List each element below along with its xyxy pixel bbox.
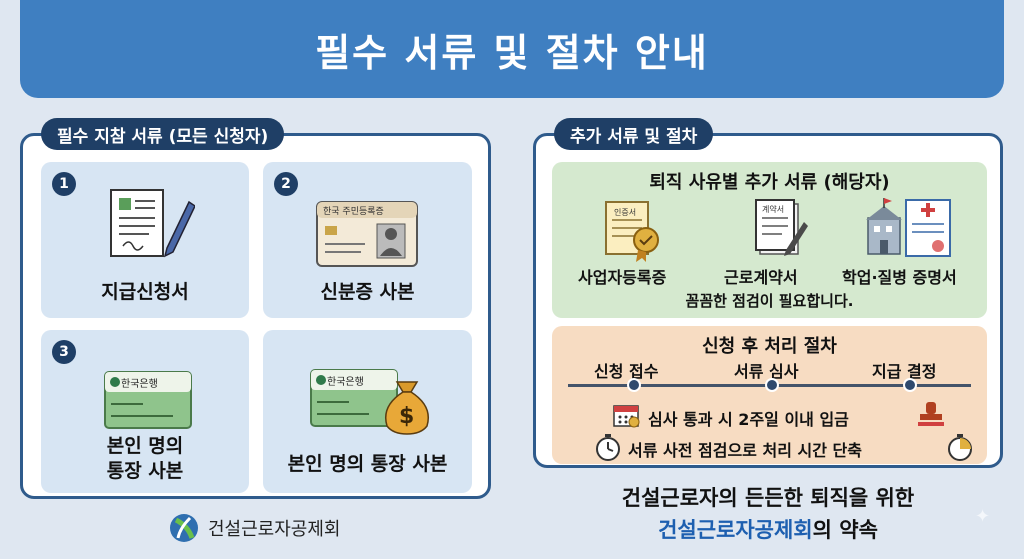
step-number-badge: 3 bbox=[52, 340, 76, 364]
document-card-bankbook-money: 한국은행 $ 본인 명의 통장 사본 bbox=[263, 330, 472, 493]
org-name: 건설근로자공제회 bbox=[208, 519, 341, 540]
bank-name: 한국은행 bbox=[327, 377, 364, 388]
step-number-badge: 2 bbox=[274, 172, 298, 196]
org-logo-icon bbox=[170, 514, 198, 542]
timeline-dot bbox=[765, 378, 779, 392]
slogan-line2: 건설근로자공제회의 약속 bbox=[533, 514, 1003, 544]
document-label: 신분증 사본 bbox=[320, 281, 415, 303]
title-banner: 필수 서류 및 절차 안내 bbox=[20, 0, 1004, 98]
check-note: 꼼꼼한 점검이 필요합니다. bbox=[685, 292, 854, 310]
contract-tag: 계약서 bbox=[762, 205, 785, 214]
document-label-line1: 본인 명의 bbox=[106, 435, 184, 457]
money-symbol: $ bbox=[399, 404, 415, 429]
extra-documents-title: 퇴직 사유별 추가 서류 (해당자) bbox=[649, 172, 890, 193]
additional-documents-panel: 추가 서류 및 절차 퇴직 사유별 추가 서류 (해당자) 인증서 계약서 bbox=[533, 118, 1003, 468]
stamp-icon bbox=[918, 402, 944, 426]
timeline-dot bbox=[627, 378, 641, 392]
bankbook-icon bbox=[104, 371, 192, 429]
certificate-icon bbox=[605, 201, 659, 262]
org-logo: 건설근로자공제회 bbox=[168, 511, 340, 545]
bank-name: 한국은행 bbox=[121, 379, 158, 390]
required-documents-panel: 필수 지참 서류 (모든 신청자) 1 지급신청서 2 bbox=[20, 118, 491, 499]
process-box: 신청 후 처리 절차 신청 접수 서류 심사 지급 결정 심사 통과 시 2주일… bbox=[552, 326, 987, 464]
extra-documents-box: 퇴직 사유별 추가 서류 (해당자) 인증서 계약서 bbox=[552, 162, 987, 318]
step-application-received: 신청 접수 bbox=[594, 362, 659, 381]
stopwatch-icon bbox=[948, 434, 972, 461]
application-form-icon bbox=[110, 189, 195, 258]
required-documents-heading: 필수 지참 서류 (모든 신청자) bbox=[41, 118, 285, 150]
process-title: 신청 후 처리 절차 bbox=[702, 336, 837, 357]
doc-label-business-registration: 사업자등록증 bbox=[578, 268, 667, 287]
id-card-icon bbox=[316, 201, 418, 267]
money-bag-icon bbox=[385, 381, 429, 435]
slogan-highlight: 건설근로자공제회 bbox=[658, 518, 813, 542]
slogan-rest: 의 약속 bbox=[812, 518, 878, 542]
doc-label-study-illness-certificate: 학업·질병 증명서 bbox=[842, 268, 957, 287]
slogan-line1: 건설근로자의 든든한 퇴직을 위한 bbox=[621, 486, 915, 510]
timeline-dot bbox=[903, 378, 917, 392]
stopwatch-icon bbox=[596, 434, 620, 461]
document-card-bankbook-copy: 3 한국은행 본인 명의 통장 사본 bbox=[41, 330, 249, 493]
doc-label-employment-contract: 근로계약서 bbox=[724, 268, 798, 287]
id-card-text: 한국 주민등록증 bbox=[323, 207, 384, 217]
step-number-badge: 1 bbox=[52, 172, 76, 196]
school-medical-icon bbox=[866, 198, 951, 257]
document-card-id-copy: 2 한국 주민등록증 신분증 사본 bbox=[263, 162, 472, 318]
document-label-line2: 통장 사본 bbox=[106, 460, 184, 482]
step-document-review: 서류 심사 bbox=[734, 362, 799, 381]
step-payment-decision: 지급 결정 bbox=[872, 362, 937, 381]
contract-icon bbox=[755, 199, 808, 256]
certificate-tag: 인증서 bbox=[614, 208, 637, 217]
time-saving-text: 서류 사전 점검으로 처리 시간 단축 bbox=[628, 441, 862, 460]
page-title: 필수 서류 및 절차 안내 bbox=[315, 30, 709, 75]
calendar-icon bbox=[613, 405, 640, 428]
payment-info-text: 심사 통과 시 2주일 이내 입금 bbox=[648, 410, 849, 429]
document-label: 지급신청서 bbox=[101, 281, 189, 303]
document-label: 본인 명의 통장 사본 bbox=[287, 453, 448, 475]
document-card-application-form: 1 지급신청서 bbox=[41, 162, 249, 318]
additional-documents-heading: 추가 서류 및 절차 bbox=[554, 118, 714, 150]
sparkle-icon: ✦ bbox=[975, 506, 991, 527]
